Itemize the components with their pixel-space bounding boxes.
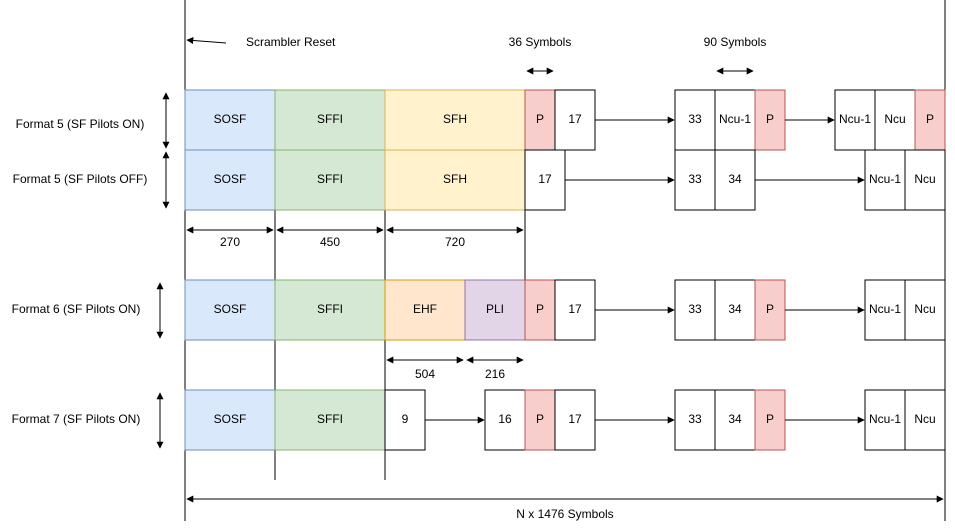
- row1-slot-ncu1-a-label: Ncu-1: [719, 112, 751, 126]
- row3-pli-label: PLI: [486, 302, 504, 316]
- row4-slot-ncu-label: Ncu: [914, 412, 935, 426]
- row-label-format6-pilots-on: Format 6 (SF Pilots ON): [12, 302, 141, 316]
- row2-sfh-label: SFH: [443, 172, 467, 186]
- row3-slot-17: [554, 279, 596, 341]
- row3-sosf-box: [184, 279, 276, 341]
- row1-sfh-box: [384, 89, 526, 151]
- symbols-36-label: 36 Symbols: [509, 35, 572, 49]
- row4-slot-9: [384, 389, 426, 451]
- row4-pilot-box-2: [754, 389, 786, 451]
- row4-slot-34-label: 34: [728, 412, 742, 426]
- dim-ehf-label: 504: [415, 367, 435, 381]
- row2-slot-34-label: 34: [728, 172, 742, 186]
- row2-slot-34: [714, 149, 756, 211]
- row1-sosf-box: [184, 89, 276, 151]
- dim-sosf-label: 270: [220, 235, 240, 249]
- row2-slot-17-label: 17: [538, 172, 552, 186]
- row3-pilot-box-2: [754, 279, 786, 341]
- symbols-90-label: 90 Symbols: [704, 35, 767, 49]
- row3-sffi-label: SFFI: [317, 302, 343, 316]
- scrambler-reset-label: Scrambler Reset: [246, 35, 336, 49]
- row2-slot-17: [524, 149, 566, 211]
- row4-slot-17: [554, 389, 596, 451]
- row4-sosf-label: SOSF: [214, 412, 247, 426]
- row3-slot-17-label: 17: [568, 302, 582, 316]
- row3-slot-33: [674, 279, 716, 341]
- row4-slot-16: [484, 389, 526, 451]
- row3-pli-box: [464, 279, 526, 341]
- row2-sffi-box: [274, 149, 386, 211]
- row4-pilot-box-1: [524, 389, 556, 451]
- dim-sfh-label: 720: [445, 235, 465, 249]
- row1-pilot-label-1: P: [536, 112, 544, 126]
- row4-sffi-label: SFFI: [317, 412, 343, 426]
- row1-pilot-label-3: P: [926, 112, 934, 126]
- row2-slot-ncu1: [864, 149, 906, 211]
- row3-slot-ncu1-label: Ncu-1: [869, 302, 901, 316]
- row1-sffi-label: SFFI: [317, 112, 343, 126]
- row2-slot-ncu: [904, 149, 946, 211]
- row4-sosf-box: [184, 389, 276, 451]
- row2-sosf-label: SOSF: [214, 172, 247, 186]
- dim-sffi-label: 450: [320, 235, 340, 249]
- row1-slot-ncu1-a: [714, 89, 756, 151]
- row4-pilot-label-1: P: [536, 412, 544, 426]
- row3-ehf-box: [384, 279, 466, 341]
- row3-sosf-label: SOSF: [214, 302, 247, 316]
- row4-pilot-label-2: P: [766, 412, 774, 426]
- total-length-label: N x 1476 Symbols: [516, 507, 613, 521]
- row3-slot-34-label: 34: [728, 302, 742, 316]
- row2-slot-ncu1-label: Ncu-1: [869, 172, 901, 186]
- row-label-format5-pilots-on: Format 5 (SF Pilots ON): [16, 117, 145, 131]
- row3-pilot-label-2: P: [766, 302, 774, 316]
- row4-slot-16-label: 16: [498, 412, 512, 426]
- row3-slot-ncu-label: Ncu: [914, 302, 935, 316]
- row1-sffi-box: [274, 89, 386, 151]
- row2-sfh-box: [384, 149, 526, 211]
- row2-slot-33-label: 33: [688, 172, 702, 186]
- row3-ehf-label: EHF: [413, 302, 437, 316]
- row1-slot-33-label: 33: [688, 112, 702, 126]
- row1-pilot-box-1: [524, 89, 556, 151]
- row1-sosf-label: SOSF: [214, 112, 247, 126]
- row1-slot-ncu1-b: [834, 89, 876, 151]
- row1-pilot-box-3: [914, 89, 946, 151]
- scrambler-reset-arrow: [186, 36, 227, 44]
- row3-slot-34: [714, 279, 756, 341]
- row3-sffi-box: [274, 279, 386, 341]
- row4-slot-33: [674, 389, 716, 451]
- dim-pli-label: 216: [485, 367, 505, 381]
- row1-pilot-label-2: P: [766, 112, 774, 126]
- row1-slot-ncu1-b-label: Ncu-1: [839, 112, 871, 126]
- row3-pilot-label-1: P: [536, 302, 544, 316]
- row1-slot-17: [554, 89, 596, 151]
- row-label-format5-pilots-off: Format 5 (SF Pilots OFF): [13, 172, 148, 186]
- row3-slot-ncu1: [864, 279, 906, 341]
- row2-sffi-label: SFFI: [317, 172, 343, 186]
- row4-slot-ncu1-label: Ncu-1: [869, 412, 901, 426]
- row4-slot-ncu: [904, 389, 946, 451]
- row-label-format7-pilots-on: Format 7 (SF Pilots ON): [12, 412, 141, 426]
- row4-sffi-box: [274, 389, 386, 451]
- row4-slot-17-label: 17: [568, 412, 582, 426]
- row1-sfh-label: SFH: [443, 112, 467, 126]
- row2-slot-33: [674, 149, 716, 211]
- row3-slot-ncu: [904, 279, 946, 341]
- row3-slot-33-label: 33: [688, 302, 702, 316]
- row3-pilot-box-1: [524, 279, 556, 341]
- row1-slot-ncu-label: Ncu: [884, 112, 905, 126]
- row4-slot-34: [714, 389, 756, 451]
- row4-slot-33-label: 33: [688, 412, 702, 426]
- row4-slot-9-label: 9: [402, 412, 409, 426]
- row1-slot-17-label: 17: [568, 112, 582, 126]
- row2-slot-ncu-label: Ncu: [914, 172, 935, 186]
